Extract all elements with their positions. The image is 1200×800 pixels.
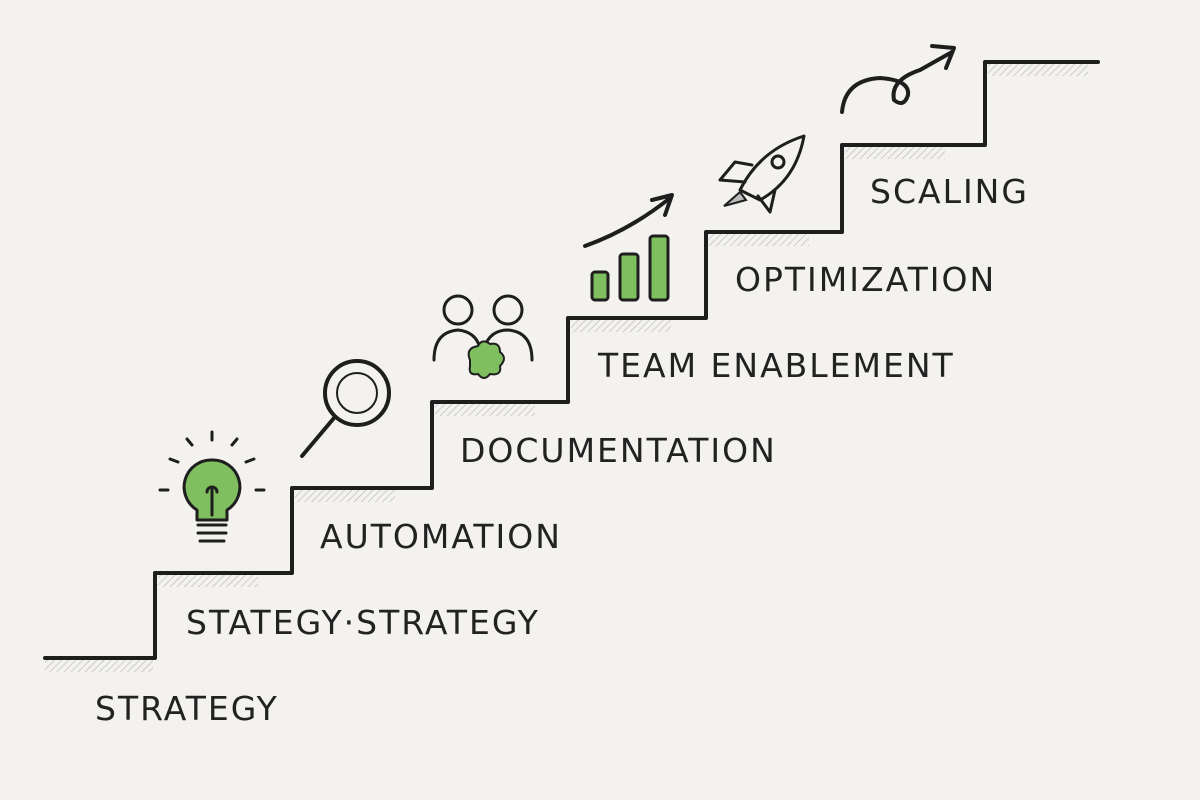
tread-shadows — [45, 64, 1088, 672]
lightbulb-icon — [158, 430, 266, 543]
rocket-icon — [718, 134, 806, 214]
step-label-strategy: STRATEGY — [95, 689, 279, 728]
step-label-team-enablement: TEAM ENABLEMENT — [597, 346, 955, 385]
step-label-documentation: DOCUMENTATION — [460, 431, 777, 470]
step-label-scaling: SCALING — [870, 172, 1029, 211]
step-label-automation: AUTOMATION — [320, 517, 562, 556]
curly-arrow-icon — [840, 44, 956, 114]
magnifier-icon — [300, 359, 391, 458]
staircase-line — [43, 60, 1100, 660]
team-icon — [432, 294, 534, 379]
step-label-optimization: OPTIMIZATION — [735, 260, 996, 299]
step-label-stategy-strategy: STATEGY·STRATEGY — [186, 603, 540, 642]
bar-chart-icon — [583, 193, 674, 302]
